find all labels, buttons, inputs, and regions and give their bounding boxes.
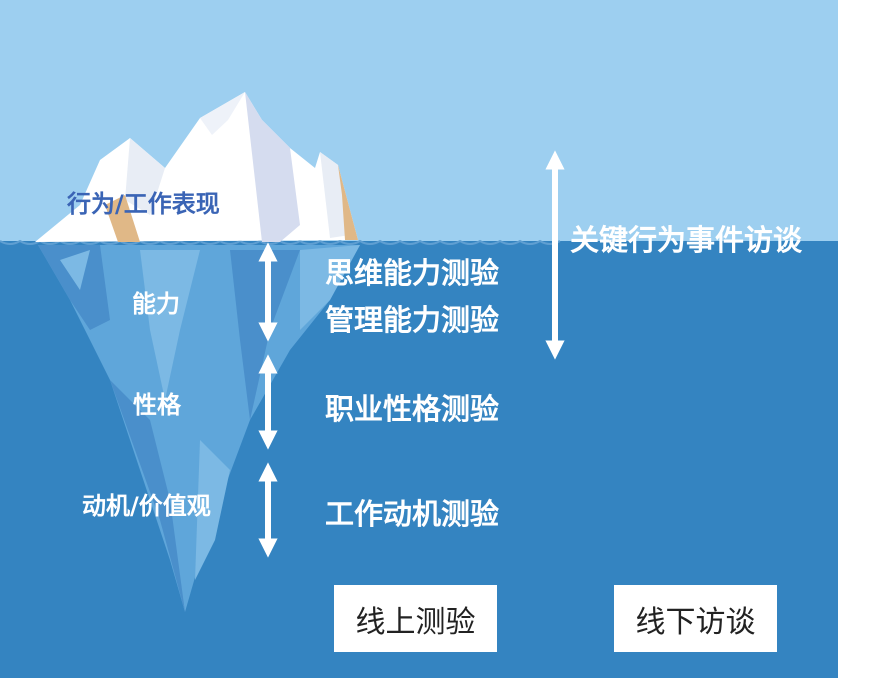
ability-label: 能力 <box>132 290 180 318</box>
motivation-label: 动机/价值观 <box>82 492 211 520</box>
personality-test-label: 职业性格测验 <box>325 392 500 426</box>
behavior-label: 行为/工作表现 <box>67 190 220 218</box>
offline-interview-box: 线下访谈 <box>614 585 777 652</box>
iceberg-underwater <box>38 245 360 612</box>
personality-label: 性格 <box>133 391 181 419</box>
management-test-label: 管理能力测验 <box>325 303 500 337</box>
iceberg-tip <box>35 92 358 242</box>
motivation-test-label: 工作动机测验 <box>325 497 500 531</box>
online-test-box: 线上测验 <box>334 585 497 652</box>
thinking-test-label: 思维能力测验 <box>325 256 500 290</box>
interview-label: 关键行为事件访谈 <box>570 223 803 257</box>
